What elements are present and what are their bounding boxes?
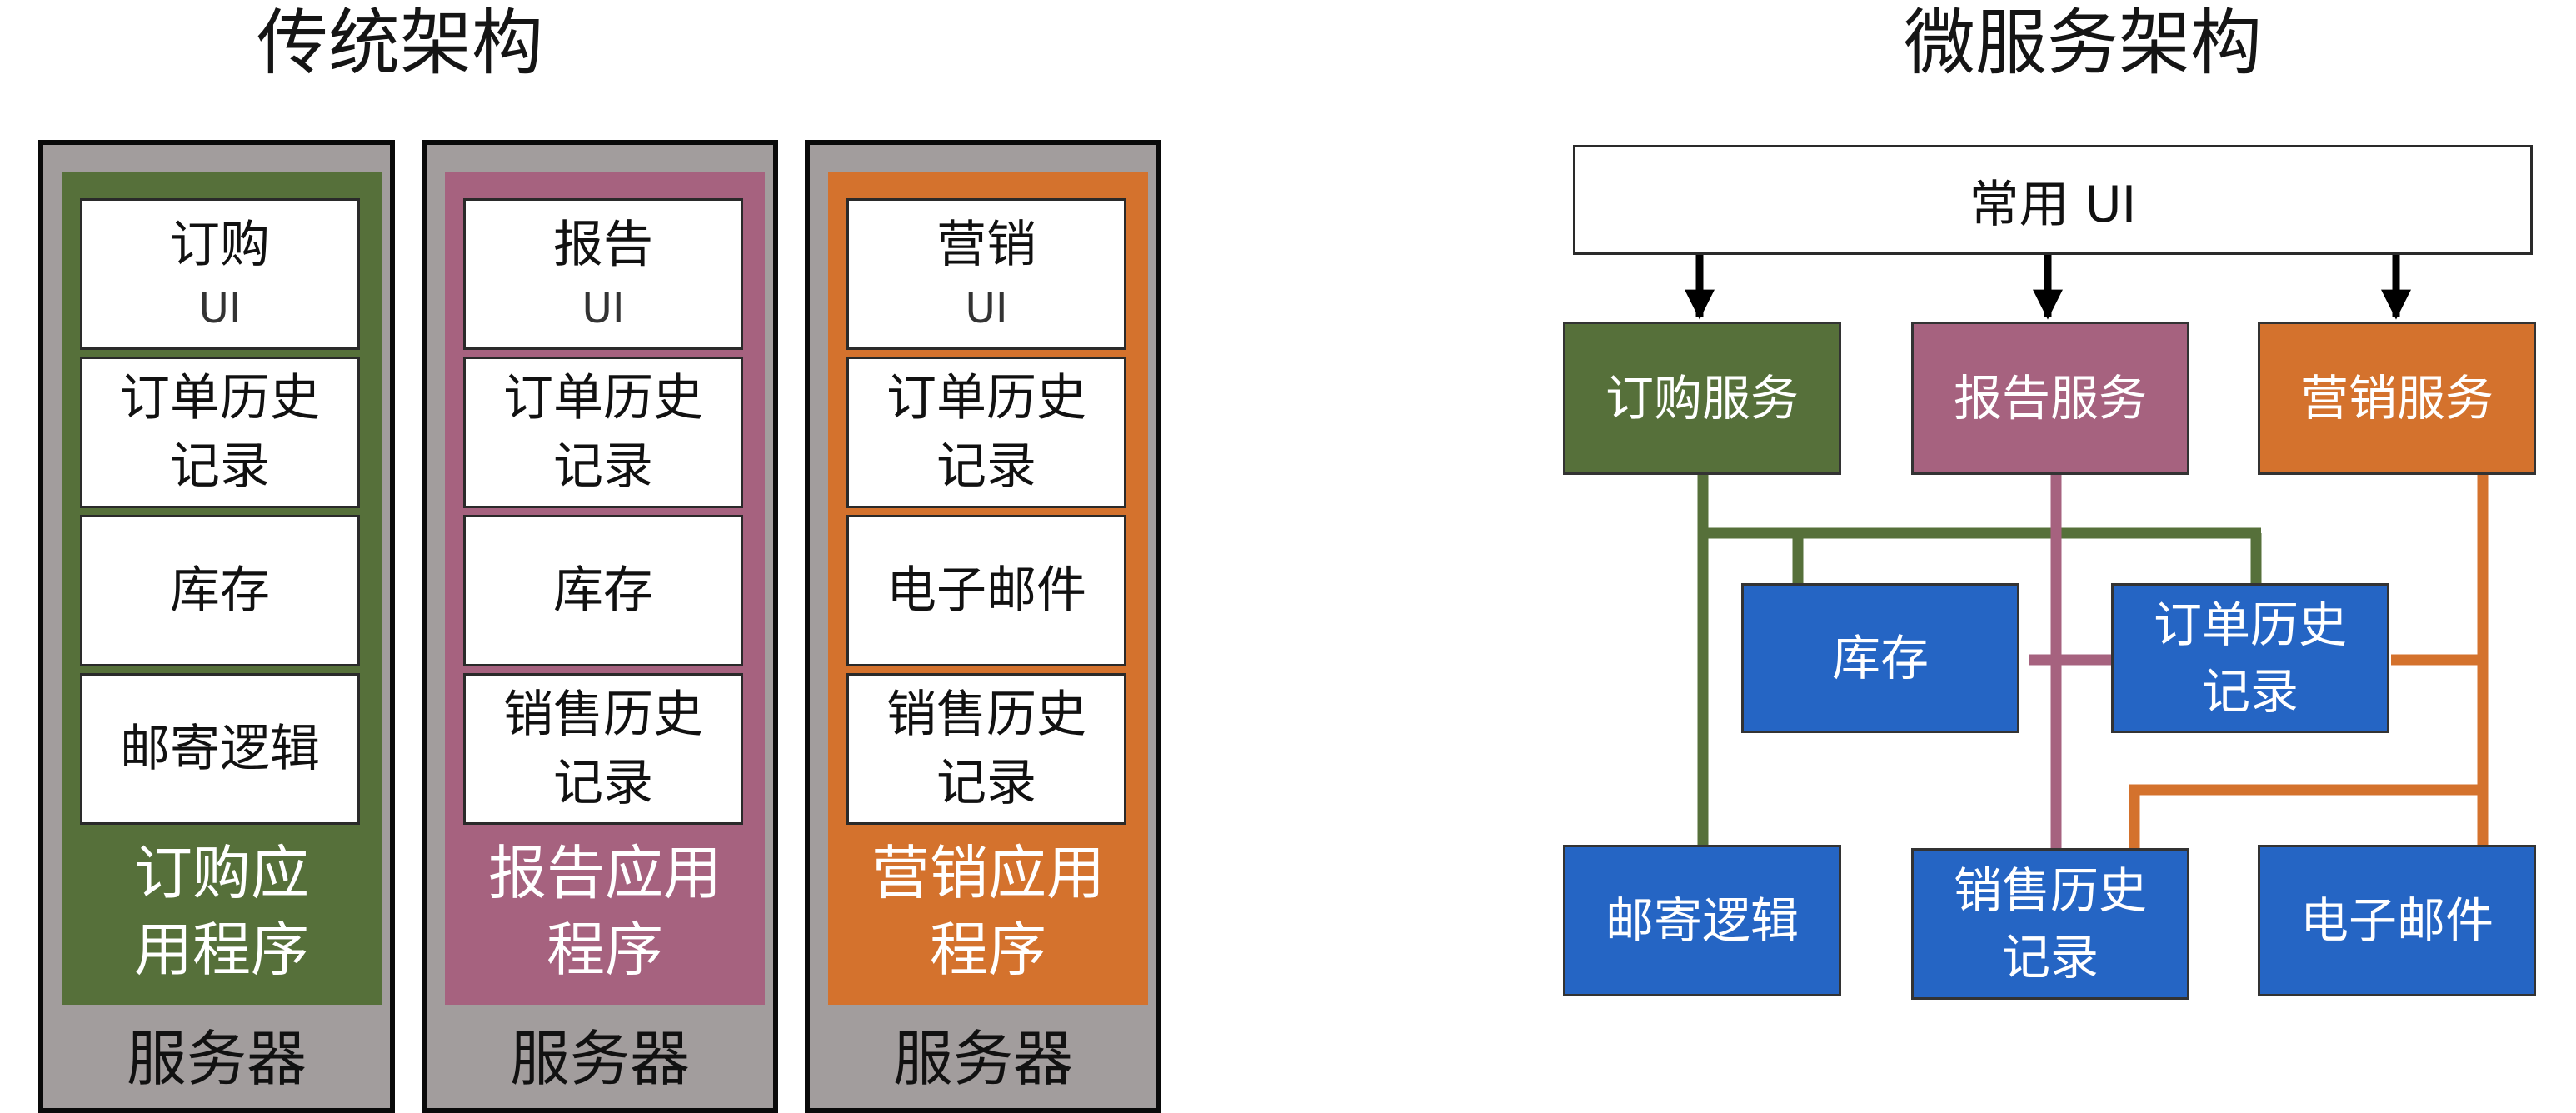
module-order-history: 订单历史 记录 [463, 357, 743, 508]
module-label: 邮寄逻辑 [120, 720, 320, 778]
module-ordering-ui: 订购 UI [80, 198, 360, 350]
module-order-history: 订单历史 记录 [80, 357, 360, 508]
app-label-reporting: 报告应用 程序 [445, 835, 765, 988]
module-label: 库存 [170, 561, 270, 620]
module-label: 销售历史 [886, 686, 1086, 744]
app-label-line: 用程序 [134, 916, 309, 984]
app-label-marketing: 营销应用 程序 [828, 835, 1148, 988]
module-inventory: 库存 [80, 515, 360, 666]
module-label: 营销 [936, 216, 1036, 274]
service-label: 营销服务 [2299, 370, 2494, 427]
order-history-component: 订单历史 记录 [2111, 583, 2389, 733]
component-label: 销售历史 [1953, 862, 2147, 919]
module-reporting-ui: 报告 UI [463, 198, 743, 350]
component-label: 订单历史 [2153, 596, 2347, 653]
module-email: 电子邮件 [846, 515, 1126, 666]
app-label-line: 程序 [930, 916, 1046, 984]
component-label-sub: 记录 [2201, 663, 2299, 720]
module-label-sub: 记录 [553, 437, 653, 496]
ordering-connections [1697, 470, 2262, 848]
common-ui: 常用 UI [1573, 145, 2533, 255]
component-label: 邮寄逻辑 [1605, 892, 1799, 949]
reporting-service: 报告服务 [1911, 322, 2189, 475]
module-label: 销售历史 [503, 686, 703, 744]
server-label: 服务器 [509, 1024, 690, 1094]
module-label: 订单历史 [120, 369, 320, 427]
module-shipping-logic: 邮寄逻辑 [80, 673, 360, 825]
microservices-architecture-title: 微服务架构 [1904, 2, 2262, 85]
traditional-architecture-title: 传统架构 [257, 2, 543, 85]
app-label-line: 报告应用 [488, 839, 721, 907]
ordering-application: 订购 UI 订单历史 记录 库存 邮寄逻辑 订购应 用程序 [62, 172, 382, 1005]
service-label: 订购服务 [1605, 370, 1799, 427]
module-sales-history: 销售历史 记录 [463, 673, 743, 825]
module-label-sub: 记录 [936, 754, 1036, 812]
component-label: 电子邮件 [2299, 892, 2494, 949]
module-label-sub: UI [198, 284, 242, 332]
module-sales-history: 销售历史 记录 [846, 673, 1126, 825]
module-label: 电子邮件 [886, 561, 1086, 620]
module-inventory: 库存 [463, 515, 743, 666]
server-marketing: 营销 UI 订单历史 记录 电子邮件 销售历史 记录 营销应用 程序 服务器 [805, 140, 1161, 1113]
sales-history-component: 销售历史 记录 [1911, 848, 2189, 1000]
ordering-service: 订购服务 [1563, 322, 1841, 475]
module-marketing-ui: 营销 UI [846, 198, 1126, 350]
module-label-sub: UI [965, 284, 1008, 332]
module-label: 库存 [553, 561, 653, 620]
server-ordering: 订购 UI 订单历史 记录 库存 邮寄逻辑 订购应 用程序 服务器 [38, 140, 395, 1113]
module-order-history: 订单历史 记录 [846, 357, 1126, 508]
module-label: 报告 [553, 216, 653, 274]
server-reporting: 报告 UI 订单历史 记录 库存 销售历史 记录 报告应用 程序 服务器 [422, 140, 778, 1113]
app-label-line: 程序 [547, 916, 663, 984]
service-label: 报告服务 [1953, 370, 2147, 427]
app-label-line: 订购应 [134, 839, 309, 907]
module-label: 订购 [170, 216, 270, 274]
email-component: 电子邮件 [2258, 845, 2536, 996]
component-label: 库存 [1831, 630, 1929, 686]
reporting-application: 报告 UI 订单历史 记录 库存 销售历史 记录 报告应用 程序 [445, 172, 765, 1005]
module-label: 订单历史 [886, 369, 1086, 427]
app-label-ordering: 订购应 用程序 [62, 835, 382, 988]
server-label: 服务器 [126, 1024, 307, 1094]
component-label-sub: 记录 [2001, 929, 2099, 986]
marketing-connections [2129, 470, 2489, 851]
marketing-application: 营销 UI 订单历史 记录 电子邮件 销售历史 记录 营销应用 程序 [828, 172, 1148, 1005]
module-label-sub: 记录 [936, 437, 1036, 496]
server-label: 服务器 [892, 1024, 1073, 1094]
inventory-component: 库存 [1741, 583, 2019, 733]
reporting-connections [2029, 470, 2114, 851]
module-label-sub: 记录 [170, 437, 270, 496]
module-label-sub: 记录 [553, 754, 653, 812]
module-label-sub: UI [582, 284, 625, 332]
app-label-line: 营销应用 [871, 839, 1105, 907]
module-label: 订单历史 [503, 369, 703, 427]
marketing-service: 营销服务 [2258, 322, 2536, 475]
shipping-logic-component: 邮寄逻辑 [1563, 845, 1841, 996]
